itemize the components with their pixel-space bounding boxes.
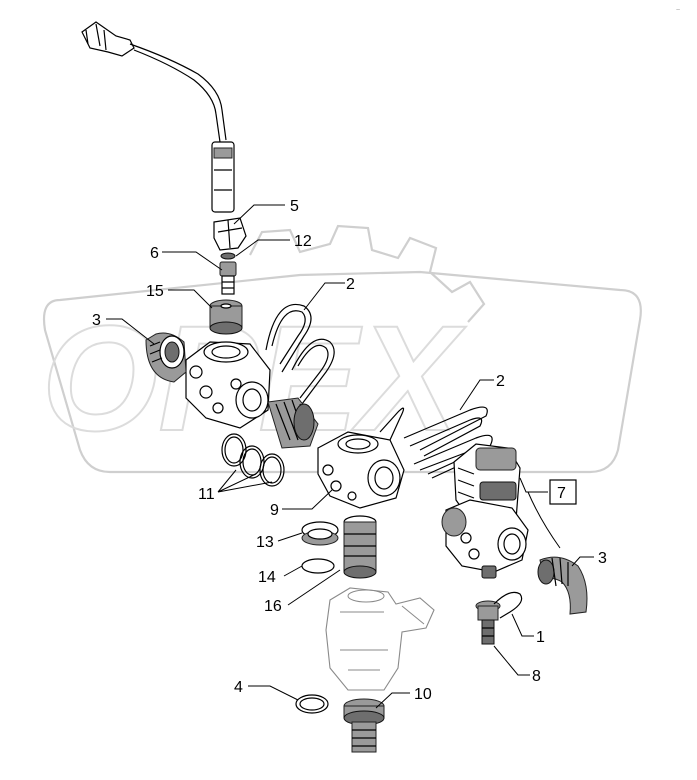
part-4-oring bbox=[295, 694, 329, 714]
callout-2-upper: 2 bbox=[346, 276, 355, 293]
middle-valve-body bbox=[317, 431, 405, 509]
callout-7: 7 bbox=[557, 485, 566, 502]
callout-12: 12 bbox=[294, 233, 312, 250]
part-3-left-elbow bbox=[145, 332, 187, 383]
callout-9: 9 bbox=[270, 502, 279, 519]
part-3-right-elbow bbox=[537, 556, 588, 615]
part-8-fitting bbox=[475, 600, 501, 645]
callout-3-left: 3 bbox=[92, 312, 101, 329]
right-valve-body bbox=[441, 499, 529, 579]
lower-valve-housing bbox=[325, 587, 435, 691]
callout-1: 1 bbox=[536, 629, 545, 646]
callout-7-box bbox=[549, 479, 577, 505]
part-12-washer bbox=[220, 252, 236, 260]
watermark-banner bbox=[42, 270, 642, 474]
part-5-nut bbox=[213, 217, 247, 251]
callout-14: 14 bbox=[258, 569, 276, 586]
callout-15: 15 bbox=[146, 283, 164, 300]
sensor-body bbox=[211, 141, 235, 213]
cable bbox=[129, 43, 227, 141]
callout-16: 16 bbox=[264, 598, 282, 615]
callout-labels: 5 12 6 15 2 3 2 11 9 7 13 14 16 3 1 8 4 … bbox=[92, 198, 607, 703]
upper-valve-body bbox=[185, 341, 271, 429]
connector-plug bbox=[81, 21, 135, 57]
callout-3-right: 3 bbox=[598, 550, 607, 567]
part-14-oring bbox=[301, 558, 335, 574]
part-2-upper-clips bbox=[265, 303, 335, 405]
leader-lines bbox=[106, 204, 594, 709]
bellows-connector bbox=[267, 397, 319, 449]
callout-10: 10 bbox=[414, 686, 432, 703]
watermark-gear bbox=[249, 224, 486, 323]
part-15-grommet bbox=[209, 299, 243, 335]
callout-13: 13 bbox=[256, 534, 274, 551]
sensor-cable-assembly bbox=[81, 21, 235, 213]
callout-2-right: 2 bbox=[496, 373, 505, 390]
callout-4: 4 bbox=[234, 679, 243, 696]
callout-8: 8 bbox=[532, 668, 541, 685]
callout-6: 6 bbox=[150, 245, 159, 262]
part-6-fitting bbox=[219, 261, 237, 295]
part-16-adapter bbox=[343, 515, 377, 579]
part-1-clip bbox=[493, 591, 523, 619]
part-13-oring bbox=[301, 521, 339, 546]
callout-11: 11 bbox=[198, 486, 215, 503]
callout-5: 5 bbox=[290, 198, 299, 215]
corner-mark: ~ bbox=[676, 7, 680, 14]
part-10-hose-tail bbox=[343, 698, 385, 753]
part-11-orings bbox=[221, 433, 285, 487]
